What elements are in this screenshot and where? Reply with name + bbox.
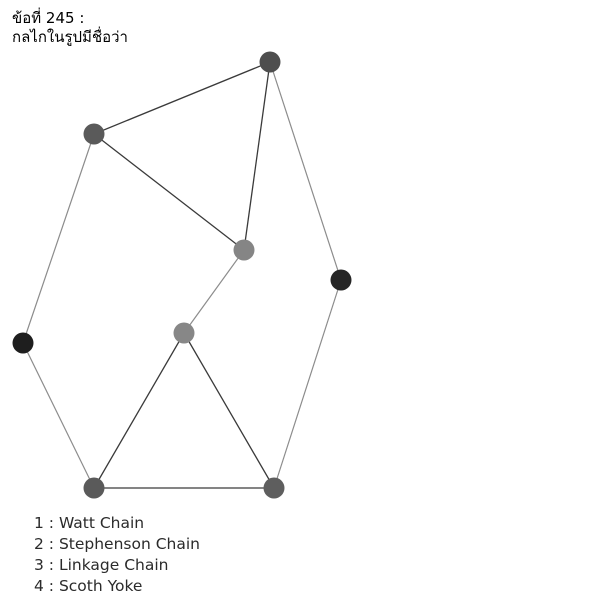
link-j4-j8 <box>22 342 95 489</box>
link-j2-j3 <box>243 61 271 251</box>
joint-j7 <box>263 477 285 499</box>
choice-2[interactable]: 2 : Stephenson Chain <box>34 535 200 553</box>
link-j2-j6 <box>269 61 342 281</box>
joint-j8 <box>83 477 105 499</box>
link-j5-j8 <box>93 332 185 489</box>
question-header: ข้อที่ 245 : กลไกในรูปมีชื่อว่า <box>12 9 128 47</box>
joint-j5 <box>173 322 195 344</box>
link-j6-j7 <box>273 279 342 489</box>
link-j3-j5 <box>183 249 245 334</box>
question-prompt: กลไกในรูปมีชื่อว่า <box>12 28 128 46</box>
link-j1-j3 <box>93 133 245 251</box>
choice-4[interactable]: 4 : Scoth Yoke <box>34 577 143 595</box>
joint-j3 <box>233 239 255 261</box>
joint-j1 <box>83 123 105 145</box>
choice-1[interactable]: 1 : Watt Chain <box>34 514 145 532</box>
question-number: ข้อที่ 245 : <box>12 9 85 27</box>
joint-j2 <box>259 51 281 73</box>
joint-j6 <box>330 269 352 291</box>
links-layer <box>22 61 342 489</box>
choice-3[interactable]: 3 : Linkage Chain <box>34 556 169 574</box>
link-j1-j2 <box>93 61 271 135</box>
link-j1-j4 <box>22 133 95 344</box>
joints-layer <box>12 51 352 499</box>
joint-j4 <box>12 332 34 354</box>
link-j5-j7 <box>183 332 275 489</box>
answer-choices: 1 : Watt Chain 2 : Stephenson Chain 3 : … <box>34 513 200 597</box>
